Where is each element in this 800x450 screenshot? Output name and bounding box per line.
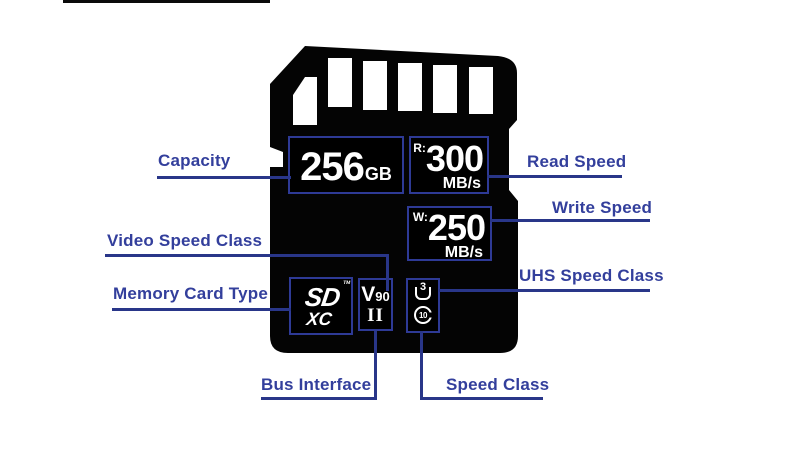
memory-card-type-label: Memory Card Type <box>113 284 268 303</box>
write-prefix: W: <box>412 210 428 224</box>
read-speed-label: Read Speed <box>527 152 627 171</box>
video-speed-class-label: Video Speed Class <box>107 231 263 250</box>
write-speed-box: W:250 MB/s <box>407 206 492 261</box>
cropped-top-bar <box>63 0 270 3</box>
trademark-mark: TM <box>342 280 351 286</box>
uhs-class-number: 3 <box>419 281 427 293</box>
read-unit: MB/s <box>442 175 481 192</box>
video-class-connector-drop <box>386 254 389 291</box>
class10-icon-gap <box>429 312 433 318</box>
bus-interface-connector-drop <box>374 331 377 400</box>
read-speed-box: R:300 MB/s <box>409 136 489 194</box>
read-speed-connector-line <box>487 175 622 178</box>
speed-class-connector-line <box>420 397 543 400</box>
capacity-box: 256 GB <box>288 136 404 194</box>
v90-mark: V 90 <box>361 284 389 305</box>
bus-interface-connector-line <box>261 397 377 400</box>
uhs-class-connector-line <box>439 289 650 292</box>
write-unit: MB/s <box>444 244 483 261</box>
sd-logo-text: SD <box>303 282 342 312</box>
video-speed-class-box: V 90 II <box>358 278 393 331</box>
speed-class-label: Speed Class <box>446 375 550 394</box>
capacity-label: Capacity <box>158 151 231 170</box>
video-class-number: 90 <box>375 289 390 304</box>
capacity-connector-line <box>157 176 291 179</box>
speed-class-box: 3 10 <box>406 278 440 333</box>
class10-icon: 10 <box>414 306 433 324</box>
write-value: 250 <box>427 207 486 248</box>
speed-class-number: 10 <box>419 310 427 320</box>
speed-class-connector-drop <box>420 331 423 400</box>
uhs-speed-class-label: UHS Speed Class <box>519 266 664 285</box>
bus-interface-label: Bus Interface <box>261 375 372 394</box>
write-speed-label: Write Speed <box>552 198 653 217</box>
video-class-letter: V <box>361 283 376 306</box>
card-type-connector-line <box>112 308 291 311</box>
contact-pins <box>293 58 493 125</box>
xc-logo-text: XC <box>305 309 334 329</box>
memory-card-type-box: SD XC TM <box>289 277 353 335</box>
video-class-connector-line <box>105 254 389 257</box>
sdxc-logo: SD XC TM <box>301 280 351 329</box>
sd-card-body <box>270 46 518 353</box>
capacity-value: 256 <box>300 145 365 189</box>
write-speed-connector-line <box>490 219 650 222</box>
read-prefix: R: <box>413 141 426 155</box>
read-value: 300 <box>425 138 484 179</box>
bus-interface-numeral: II <box>367 305 384 326</box>
uhs-u3-icon: 3 <box>415 282 431 300</box>
capacity-unit: GB <box>364 164 392 184</box>
